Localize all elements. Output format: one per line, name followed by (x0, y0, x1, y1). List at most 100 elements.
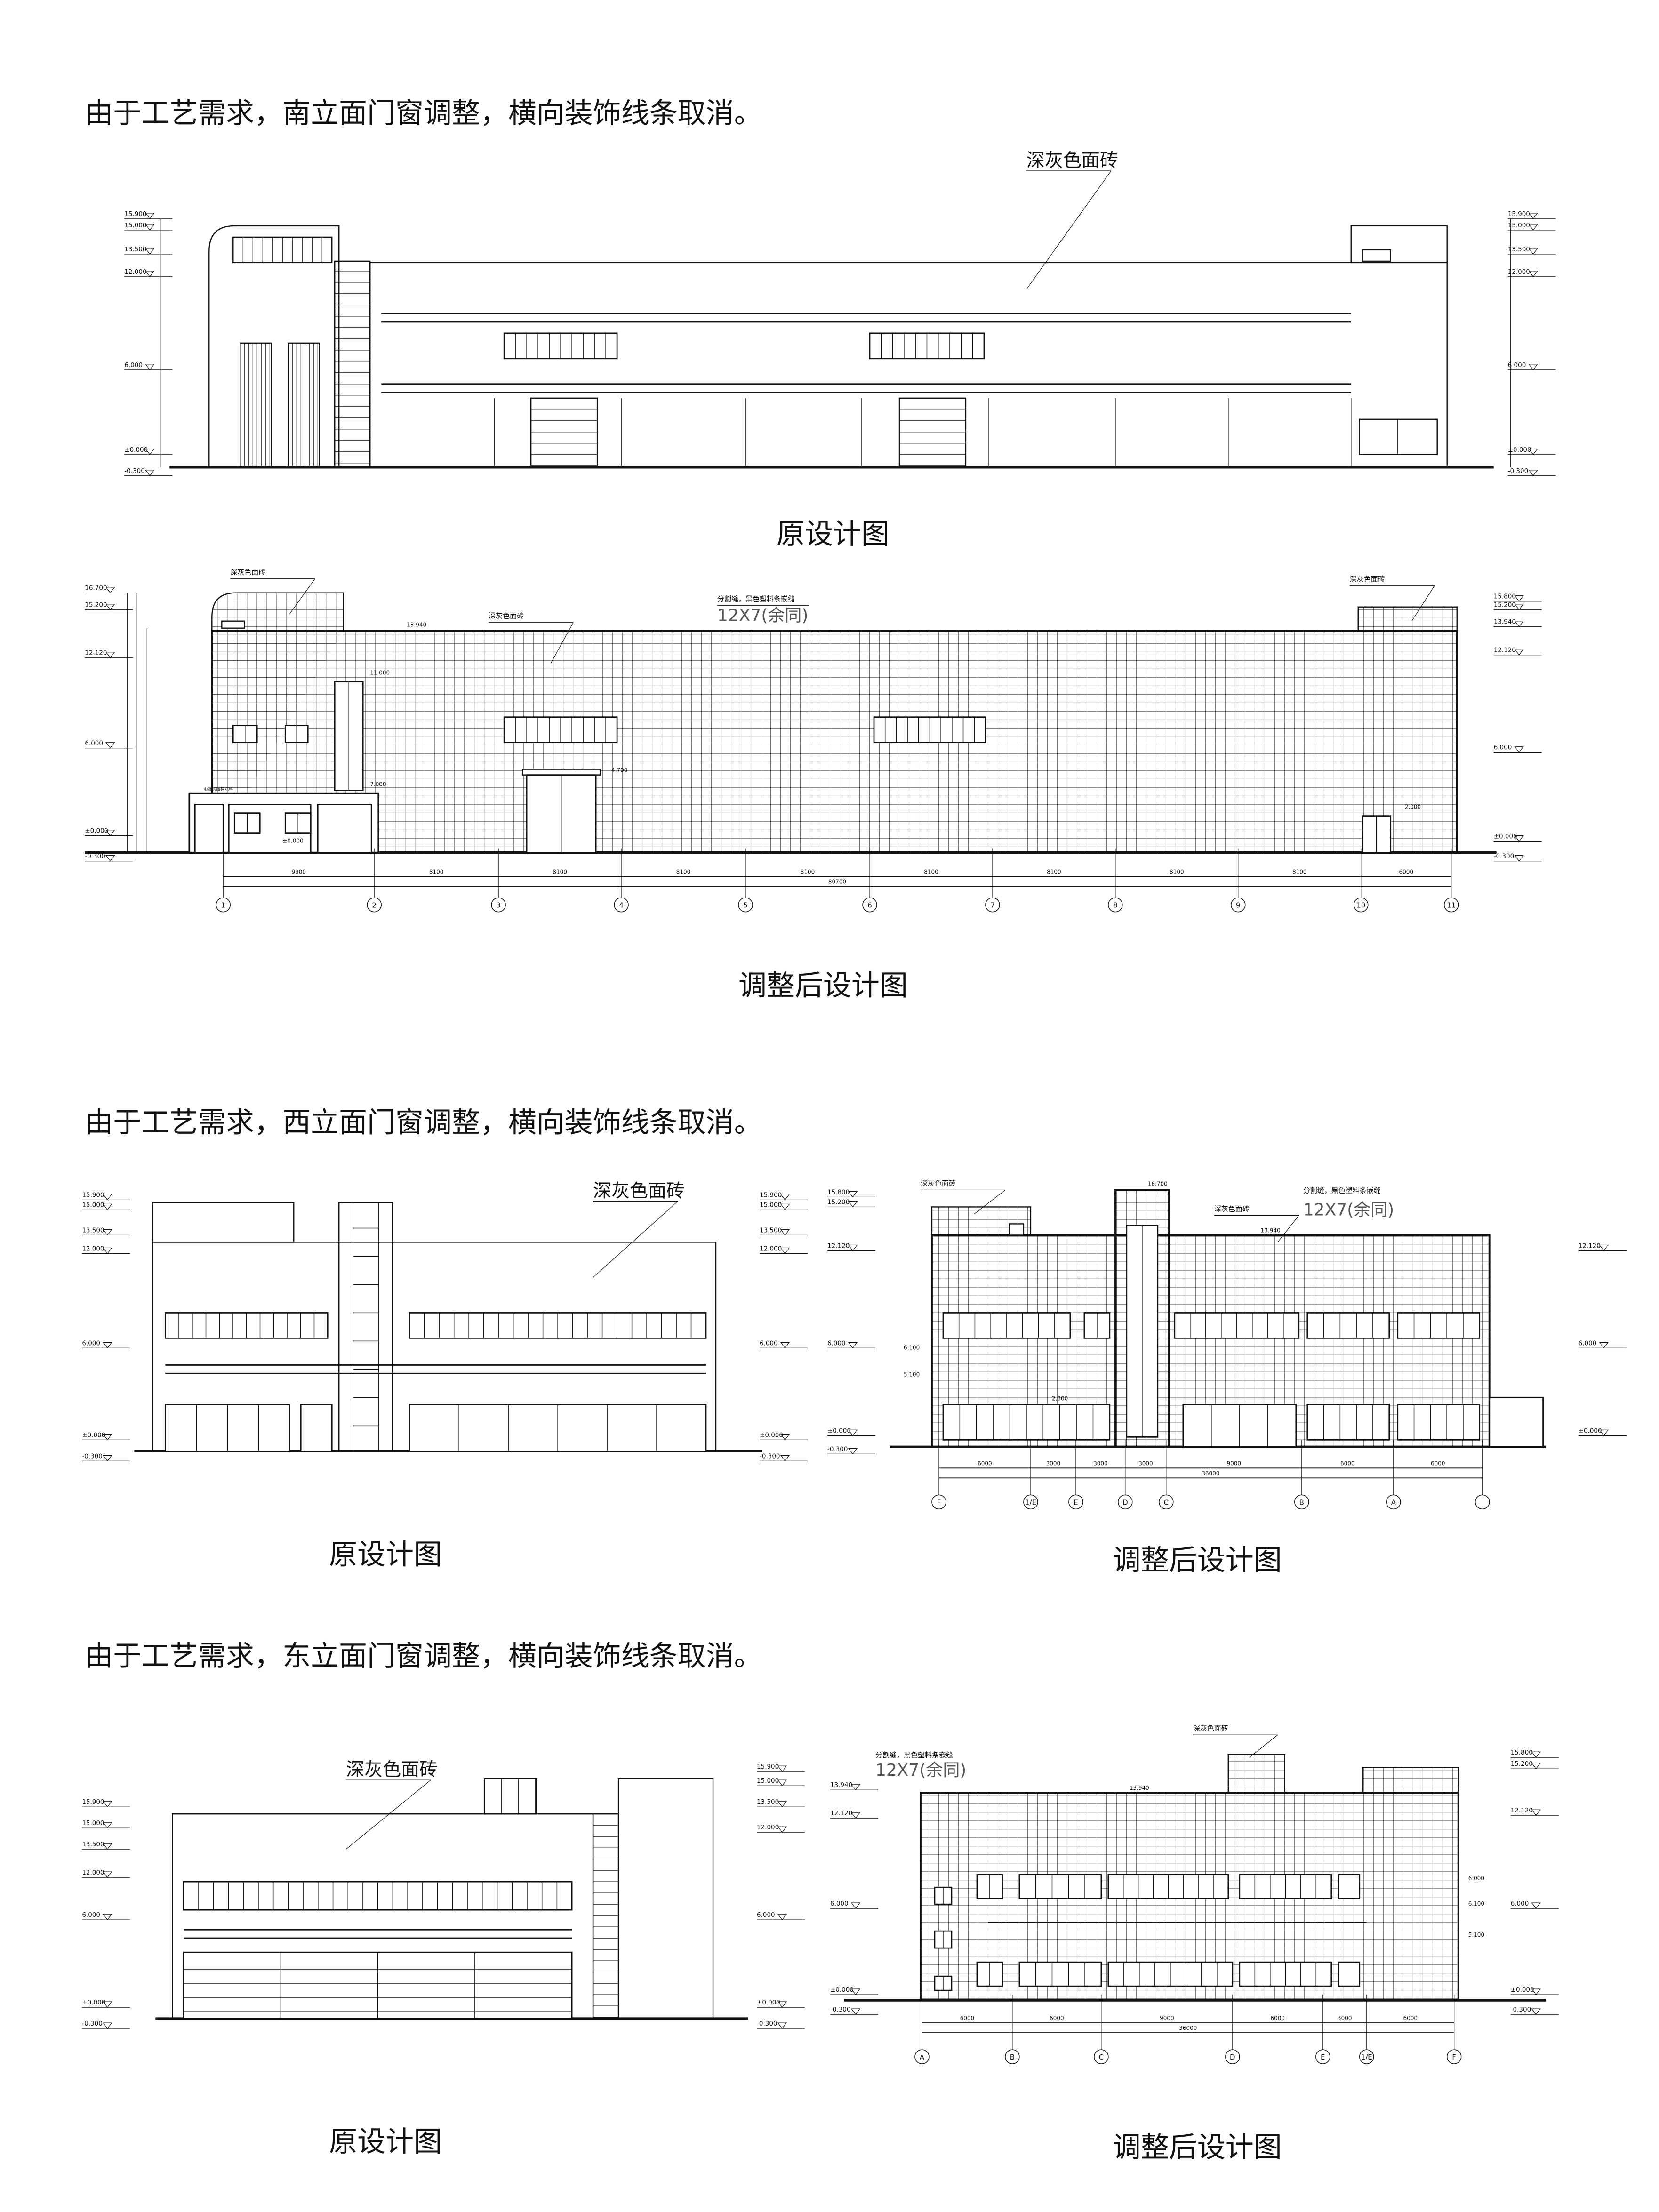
level-label: 12.120 (85, 649, 107, 657)
axis-label: C (1099, 2053, 1104, 2061)
total-dimension: 36000 (1179, 2025, 1197, 2031)
leader-line (1026, 170, 1112, 290)
level-label: -0.300 (124, 467, 144, 475)
level-triangle-icon (850, 1812, 861, 1819)
level-triangle-icon (145, 271, 155, 277)
level-label: 12.000 (760, 1245, 782, 1252)
axis-label: 11 (1447, 901, 1456, 910)
level-triangle-icon (1514, 649, 1524, 656)
total-dimension: 36000 (1202, 1470, 1219, 1476)
axis-bubble (1475, 1494, 1490, 1510)
level-label: 15.900 (760, 1191, 782, 1199)
caption-west-original: 原设计图 (329, 1538, 442, 1571)
span-dimension: 8100 (553, 869, 567, 875)
window-strip (1306, 1404, 1390, 1441)
window-strip (1397, 1312, 1481, 1339)
elevation-mark: 6.100 (904, 1344, 920, 1351)
level-label: 12.120 (1494, 647, 1516, 654)
level-label: 12.000 (82, 1245, 104, 1252)
level-label: -0.300 (85, 853, 105, 860)
axis-bubble (1359, 2049, 1374, 2064)
level-triangle-icon (105, 830, 115, 836)
elevation-drawings: 15.90015.00013.50012.0006.000±0.000-0.30… (82, 150, 1627, 2064)
level-triangle-icon (105, 652, 115, 658)
level-label: 15.900 (124, 210, 146, 218)
level-triangle-icon (848, 1201, 858, 1208)
level-label: 12.000 (1508, 268, 1530, 276)
elevation-mark: 6.000 (1468, 1875, 1484, 1882)
span-dimension: 6000 (960, 2015, 975, 2021)
axis-label: B (1299, 1498, 1304, 1507)
level-triangle-icon (1514, 855, 1524, 862)
level-label: 6.000 (85, 740, 103, 747)
axis-bubble (614, 897, 629, 913)
level-triangle-icon (850, 1988, 861, 1996)
axis-label: 7 (990, 901, 995, 910)
span-dimension: 3000 (1338, 2015, 1352, 2021)
level-label: ±0.000 (1579, 1427, 1602, 1435)
axis-label: F (1452, 2053, 1456, 2061)
level-triangle-icon (1528, 213, 1538, 219)
axis-bubble (367, 897, 382, 913)
south-adjusted-elevation: 13.94011.0007.0004.700±0.0002.000雨篷钢结构涂料… (85, 568, 1542, 913)
level-label: 6.000 (760, 1339, 778, 1347)
span-dimension: 3000 (1046, 1460, 1061, 1467)
axis-label: 8 (1113, 901, 1118, 910)
joint-label: 分割缝，黑色塑料条嵌缝 (875, 1751, 953, 1759)
level-triangle-icon (1514, 595, 1524, 602)
elevation-mark: 2.800 (1052, 1395, 1068, 1402)
elevation-mark: 5.100 (1468, 1931, 1484, 1938)
level-label: -0.300 (1494, 853, 1514, 860)
elevation-mark: 16.700 (1148, 1180, 1168, 1187)
level-label: -0.300 (760, 1452, 780, 1460)
axis-label: 4 (619, 901, 624, 910)
level-label: 15.000 (760, 1201, 782, 1209)
axis-bubble (1446, 2049, 1462, 2064)
level-label: 15.200 (85, 601, 107, 609)
level-triangle-icon (1531, 2008, 1541, 2015)
level-triangle-icon (1531, 1751, 1541, 1758)
axis-label: B (1010, 2053, 1015, 2061)
level-label: 15.800 (827, 1188, 850, 1196)
level-triangle-icon (105, 604, 115, 610)
window-strip (1018, 1874, 1102, 1899)
level-triangle-icon (103, 1194, 112, 1201)
level-triangle-icon (848, 1448, 858, 1455)
level-triangle-icon (103, 1434, 112, 1441)
axis-label: 10 (1356, 901, 1365, 910)
level-triangle-icon (780, 1342, 790, 1349)
level-label: -0.300 (830, 2006, 850, 2013)
joint-label: 分割缝，黑色塑料条嵌缝 (1303, 1186, 1381, 1194)
tile-material-label: 深灰色面砖 (1026, 150, 1118, 171)
leader-line (1249, 1734, 1278, 1758)
level-label: 15.000 (124, 222, 146, 229)
level-label: ±0.000 (124, 446, 148, 454)
axis-bubble (914, 2049, 930, 2064)
level-label: -0.300 (1511, 2006, 1531, 2013)
level-triangle-icon (1514, 621, 1524, 627)
level-label: ±0.000 (1494, 833, 1517, 841)
axis-bubble (985, 897, 1000, 913)
axis-bubble (1225, 2049, 1240, 2064)
tile-material-label: 深灰色面砖 (489, 612, 524, 620)
level-triangle-icon (777, 1801, 787, 1808)
level-label: 6.000 (82, 1911, 100, 1919)
level-label: 6.000 (1494, 744, 1512, 752)
level-triangle-icon (777, 1779, 787, 1787)
axis-label: E (1074, 1498, 1078, 1507)
axis-label: 1/E (1361, 2053, 1372, 2061)
level-triangle-icon (1599, 1244, 1609, 1251)
entrance-door (300, 1404, 333, 1452)
level-triangle-icon (777, 1765, 787, 1772)
axis-label: F (937, 1498, 941, 1507)
level-triangle-icon (780, 1203, 790, 1210)
level-label: -0.300 (82, 1452, 102, 1460)
level-triangle-icon (848, 1429, 858, 1436)
elevation-mark: 13.940 (1130, 1785, 1149, 1791)
span-dimension: 9000 (1160, 2015, 1174, 2021)
main-body (211, 630, 1458, 854)
level-label: -0.300 (1508, 467, 1528, 475)
span-dimension: 6000 (978, 1460, 992, 1467)
level-label: 12.120 (1511, 1807, 1533, 1814)
span-dimension: 6000 (1403, 2015, 1418, 2021)
